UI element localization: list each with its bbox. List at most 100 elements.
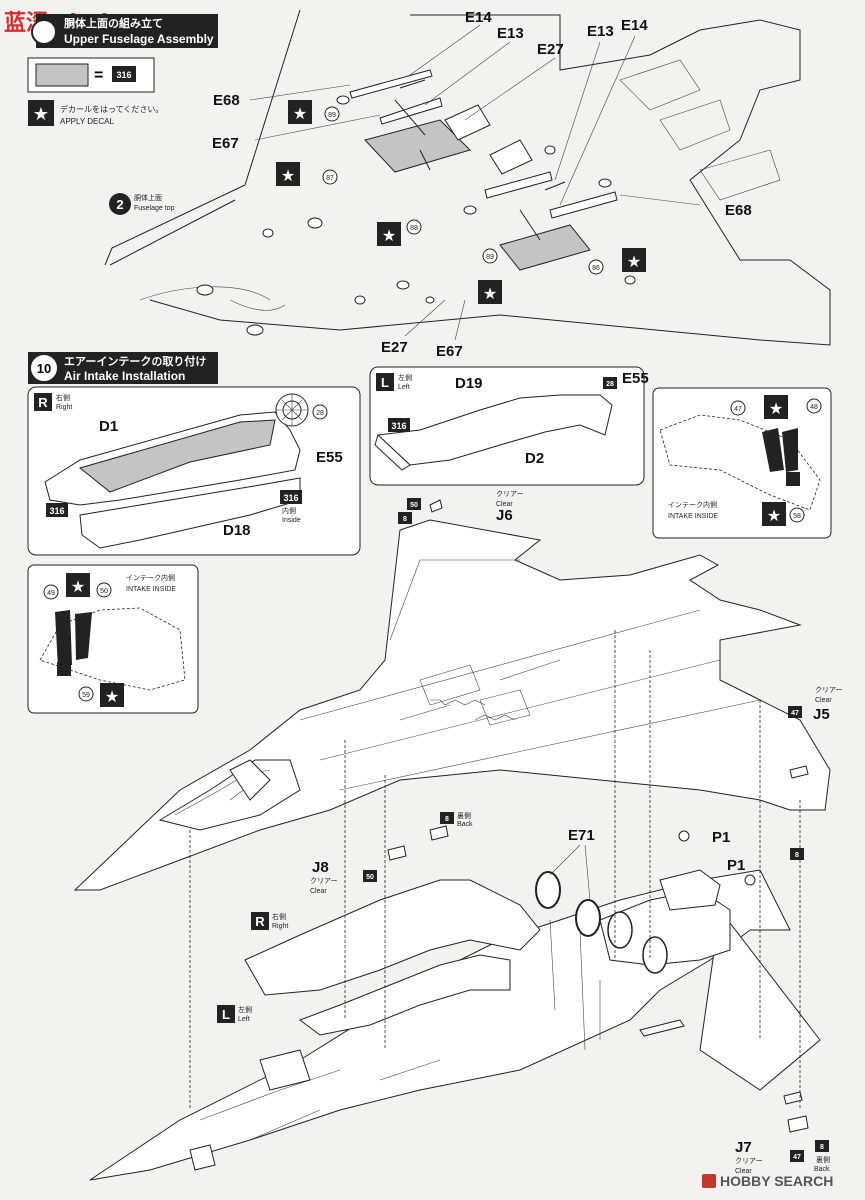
- fuselage-top-ref: 2 胴体上面 Fuselage top: [109, 193, 175, 215]
- decal-88: 88: [410, 225, 418, 232]
- main-l-jp: 左側: [238, 1005, 252, 1014]
- main-labels: 50 8 クリアー Clear J6 クリアー Clear J5 47 8 8 …: [217, 490, 843, 1175]
- part-d19: D19: [455, 375, 483, 392]
- svg-text:★: ★: [71, 579, 85, 596]
- part-e14-top: E14: [465, 9, 492, 26]
- part-e27-bottom: E27: [381, 339, 408, 356]
- legend-equals: =: [94, 67, 103, 84]
- part-e55-right: E55: [316, 449, 343, 466]
- back-en: Back: [457, 821, 473, 828]
- part-e68-left: E68: [213, 92, 240, 109]
- step9-header: 胴体上面の組み立て Upper Fuselage Assembly: [31, 14, 218, 48]
- step10-title-en: Air Intake Installation: [64, 369, 185, 383]
- j7-clear-jp: クリアー: [735, 1157, 763, 1165]
- right-side-letter: R: [38, 395, 48, 410]
- ref-jp: 胴体上面: [134, 193, 162, 202]
- part-j7: J7: [735, 1139, 752, 1156]
- svg-text:★: ★: [769, 401, 783, 418]
- j5-decal-47: 47: [791, 710, 799, 717]
- decal-58: 58: [793, 513, 801, 520]
- decal-59: 59: [82, 692, 90, 699]
- right-side-en: Right: [56, 404, 72, 411]
- j6-decal-50: 50: [410, 502, 418, 509]
- step9-title-jp: 胴体上面の組み立て: [64, 16, 163, 30]
- step9-decal-88: ★ 88: [377, 219, 422, 246]
- part-d1: D1: [99, 418, 118, 435]
- watermark-right-text: HOBBY SEARCH: [720, 1173, 833, 1189]
- legend-color-code: 316: [116, 70, 131, 80]
- j7-clear-en: Clear: [735, 1168, 752, 1175]
- part-e27-top: E27: [537, 41, 564, 58]
- svg-text:★: ★: [281, 168, 295, 185]
- part-e13-right: E13: [587, 23, 614, 40]
- decal-48: 48: [810, 404, 818, 411]
- decal-28-left: 28: [606, 381, 614, 388]
- part-j6: J6: [496, 507, 513, 524]
- svg-text:★: ★: [627, 254, 641, 271]
- decal-49: 49: [47, 590, 55, 597]
- svg-text:★: ★: [767, 508, 781, 525]
- step9-decal-86: ★ 86: [588, 248, 646, 275]
- intake-left-jp: インテーク内側: [126, 573, 175, 582]
- left-side-en: Left: [398, 384, 410, 391]
- part-e14-right: E14: [621, 17, 648, 34]
- part-d18: D18: [223, 522, 251, 539]
- j7-decal-47: 47: [793, 1154, 801, 1161]
- color-316-right-b: 316: [283, 493, 298, 503]
- part-d2: D2: [525, 450, 544, 467]
- step9-part-labels: E14 E13 E27 E13 E14 E68 E67 E68 E27 E67: [212, 9, 752, 360]
- main-r-jp: 右側: [272, 912, 286, 921]
- part-e67-bottom: E67: [436, 343, 463, 360]
- decal-50: 50: [100, 588, 108, 595]
- part-p1-bottom: P1: [727, 857, 745, 874]
- decal-47: 47: [734, 406, 742, 413]
- step9-decal-89a: ★ 89: [288, 100, 340, 124]
- j6-number-8: 8: [403, 516, 407, 523]
- svg-text:★: ★: [382, 228, 396, 245]
- inside-en: Inside: [282, 517, 301, 524]
- main-r-en: Right: [272, 923, 288, 930]
- decal-89b: 89: [486, 254, 494, 261]
- j5-clear-jp: クリアー: [815, 686, 843, 694]
- j7-number-8: 8: [820, 1144, 824, 1151]
- decal-89a: 89: [328, 112, 336, 119]
- decal-28-right: 28: [316, 410, 324, 417]
- intake-inside-left: ★ ★ 49 50 59 インテーク内側 INTAKE INSIDE: [27, 564, 199, 714]
- part-e55-left: E55: [622, 370, 649, 387]
- ref-number: 2: [116, 197, 123, 212]
- decal-note-en: APPLY DECAL: [60, 117, 115, 126]
- step9-decal-89b: ★ 89: [478, 248, 502, 304]
- decal-86: 86: [592, 265, 600, 272]
- main-r-letter: R: [255, 914, 265, 929]
- intake-right-en: INTAKE INSIDE: [668, 513, 718, 520]
- color-316-left: 316: [391, 421, 406, 431]
- j8-decal-50: 50: [366, 874, 374, 881]
- step10-number: 10: [37, 361, 51, 376]
- part-p1-top: P1: [712, 829, 730, 846]
- part-e13-top: E13: [497, 25, 524, 42]
- step10-title-jp: エアーインテークの取り付け: [64, 354, 206, 368]
- part-j5: J5: [813, 706, 830, 723]
- decal-note-jp: デカールをはってください。: [60, 104, 163, 114]
- j5-number-8: 8: [795, 852, 799, 859]
- back-number-8: 8: [445, 816, 449, 823]
- color-316-right-a: 316: [49, 506, 64, 516]
- part-j8: J8: [312, 859, 329, 876]
- step10-header: 10 エアーインテークの取り付け Air Intake Installation: [28, 352, 218, 384]
- upper-fuselage-drawing: [104, 9, 831, 346]
- j7-back-en: Back: [814, 1166, 830, 1173]
- part-e67-left: E67: [212, 135, 239, 152]
- svg-text:★: ★: [105, 689, 119, 706]
- j6-clear-en: Clear: [496, 501, 513, 508]
- step9-decal-87: ★ 87: [276, 162, 338, 186]
- svg-text:★: ★: [293, 106, 307, 123]
- main-l-en: Left: [238, 1016, 250, 1023]
- hobby-search-watermark: HOBBY SEARCH: [702, 1173, 833, 1189]
- j5-clear-en: Clear: [815, 697, 832, 704]
- ref-en: Fuselage top: [134, 205, 175, 212]
- inside-jp: 内側: [282, 506, 296, 515]
- intake-inside-right: 47 48 ★ ★ 58 インテーク内側 INTAKE INSIDE: [652, 387, 832, 539]
- j6-clear-jp: クリアー: [496, 490, 524, 498]
- apply-decal-note: ★ デカールをはってください。 APPLY DECAL: [28, 100, 163, 126]
